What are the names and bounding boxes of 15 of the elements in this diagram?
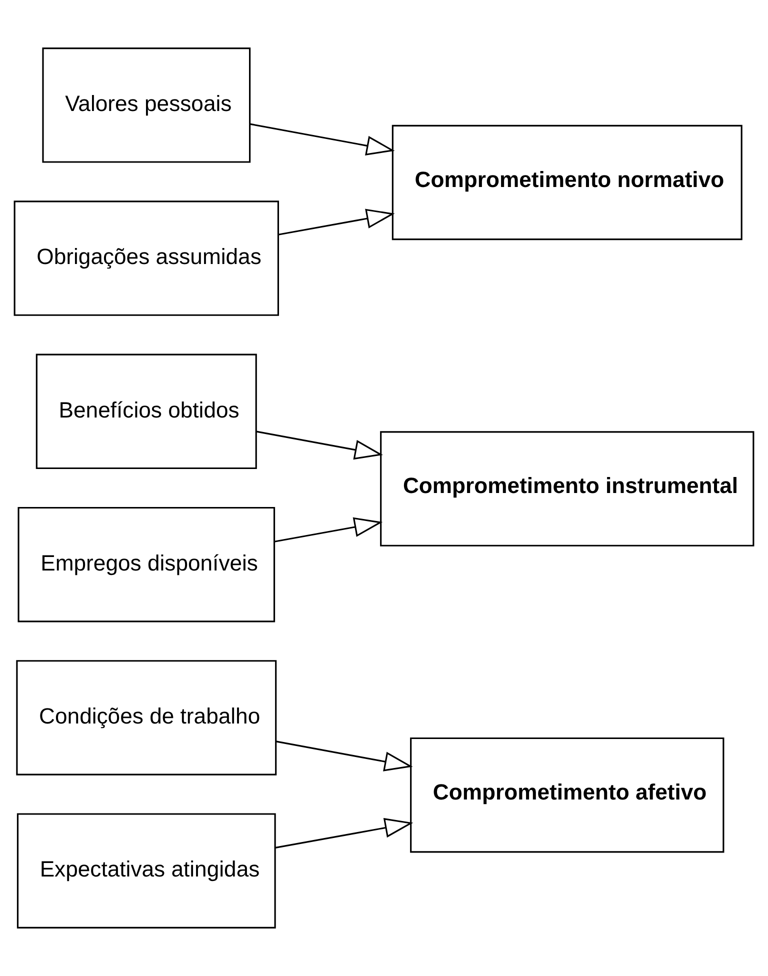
node-box: Condições de trabalho: [16, 660, 277, 776]
arrow: [274, 517, 383, 542]
node-box: Benefícios obtidos: [36, 354, 257, 470]
arrow: [250, 123, 395, 156]
node-box: Comprometimento afetivo: [410, 737, 724, 853]
arrow: [256, 430, 383, 460]
arrow: [276, 740, 413, 772]
node-box: Comprometimento normativo: [392, 124, 742, 240]
node-box: Valores pessoais: [42, 48, 251, 163]
arrow: [275, 818, 414, 848]
arrow: [278, 208, 395, 236]
node-box: Empregos disponíveis: [18, 506, 276, 622]
node-box: Comprometimento instrumental: [380, 431, 754, 546]
node-box: Obrigações assumidas: [14, 200, 280, 316]
node-box: Expectativas atingidas: [16, 813, 276, 928]
